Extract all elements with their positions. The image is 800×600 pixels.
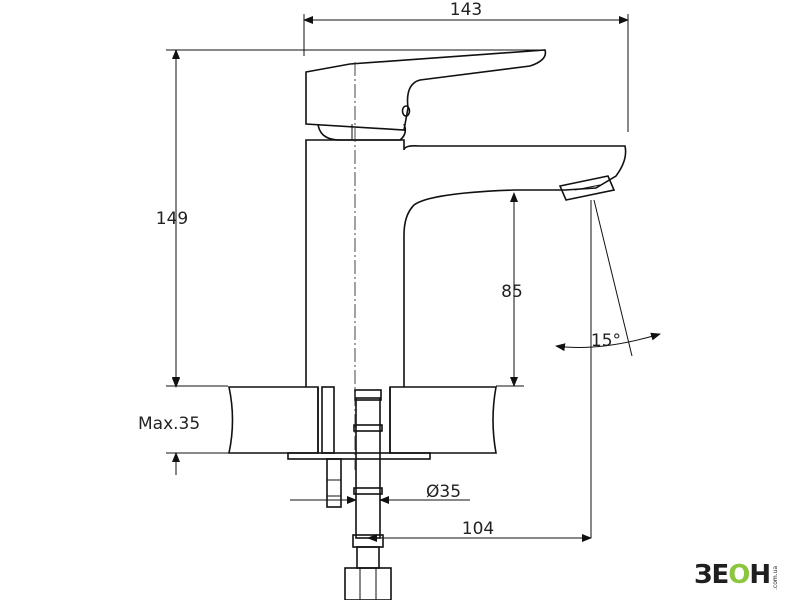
dim-reach-label: 104	[462, 519, 494, 539]
logo-text-1: ЗЕ	[694, 560, 729, 590]
dimension-max-thickness: Max.35	[138, 378, 290, 475]
dimension-hole-diameter: Ø35	[290, 482, 470, 504]
dim-spout-height-label: 85	[501, 282, 523, 302]
flexible-hose	[344, 389, 392, 600]
dimension-reach: 104	[367, 519, 592, 542]
countertop-section	[228, 386, 497, 454]
faucet-body	[305, 49, 627, 387]
dimension-total-height: 149	[156, 49, 540, 387]
dim-overall-width-label: 143	[450, 0, 482, 20]
mounting-stud	[321, 386, 342, 508]
dim-hole-diameter-label: Ø35	[426, 482, 461, 502]
dim-total-height-label: 149	[156, 209, 188, 229]
logo-subtext: .com.ua	[772, 565, 780, 590]
dimension-overall-width: 143	[303, 0, 629, 132]
logo-text-2: Н	[749, 560, 771, 590]
logo-text-accent: О	[728, 560, 750, 590]
dim-max-thickness-label: Max.35	[138, 414, 200, 434]
dimension-spout-height: 85	[496, 192, 524, 387]
dimension-spout-angle: 15°	[555, 199, 661, 538]
mounting-washer	[287, 452, 431, 460]
dim-spout-angle-label: 15°	[591, 331, 621, 351]
